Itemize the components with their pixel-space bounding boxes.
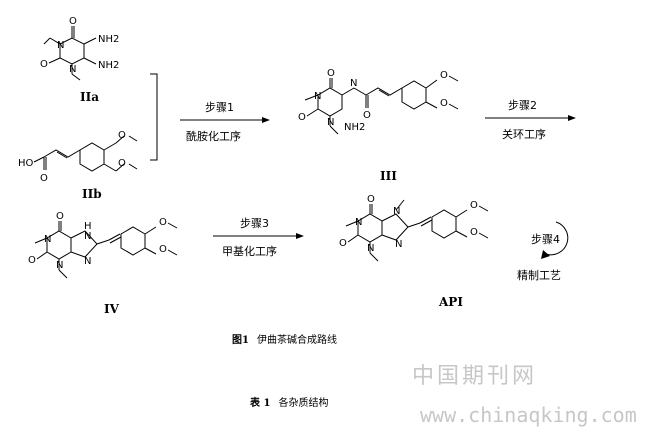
III-ome-1: O [440,70,448,81]
compound-IIb-structure: HO O O O IIb [18,130,138,201]
compound-IIa-structure: N O O N NH2 NH2 IIa [40,16,119,104]
API-ome-2: O [470,227,478,238]
API-n3: N [367,243,374,254]
IIa-n1: N [57,40,64,51]
IV-n1: N [44,234,51,245]
compound-IV-structure: N O O N H N N O O IV [28,211,178,316]
IIa-nh2-b: NH2 [98,60,119,71]
IV-n7: N [84,231,91,242]
figure-label: 图1 [232,335,249,346]
III-ome-2: O [440,98,448,109]
III-nh2: NH2 [344,122,365,133]
IIb-ho: HO [18,158,34,169]
IV-o2: O [28,255,36,266]
IIb-ome-2: O [118,158,126,169]
step4-process: 精制工艺 [517,269,561,282]
compound-IIb-label: IIb [82,187,102,201]
step1-process: 酰胺化工序 [186,129,241,143]
IV-h: H [84,221,92,232]
IIa-o2: O [40,59,48,70]
watermark-cn: 中国期刊网 [412,364,538,389]
API-n9: N [395,239,402,250]
step3-process: 甲基化工序 [222,244,277,258]
compound-API-label: API [438,295,463,309]
IIb-carbonyl-o: O [40,173,48,184]
IV-o1: O [56,211,64,222]
compound-IV-label: IV [104,302,120,316]
watermark-url: www.chinaqking.com [420,403,637,427]
IV-ome-1: O [159,217,167,228]
step3-arrow: 步骤3 甲基化工序 [213,217,304,258]
step2-arrow: 步骤2 关环工序 [485,99,576,141]
API-o1: O [367,194,375,205]
IV-n9: N [84,256,91,267]
compound-III-label: III [380,169,397,183]
IV-n3: N [56,260,63,271]
IIa-nh2-a: NH2 [98,34,119,45]
API-ome-1: O [470,200,478,211]
table-label: 表 1 [250,398,271,409]
step1-label: 步骤1 [205,101,234,114]
step2-label: 步骤2 [508,99,537,112]
step1-arrow: 步骤1 酰胺化工序 [180,101,270,143]
reactant-bracket [150,73,158,161]
API-o2: O [339,238,347,249]
IV-ome-2: O [159,244,167,255]
III-n1: N [314,91,321,102]
IIb-ome-1: O [118,130,126,141]
III-amide-o: O [363,110,371,121]
step2-process: 关环工序 [502,127,546,141]
API-n1: N [355,217,362,228]
III-o1: O [327,68,335,79]
compound-API-structure: N O O N N N O O API [339,194,489,309]
step3-label: 步骤3 [240,217,269,230]
compound-IIa-label: IIa [80,90,99,104]
III-n3: N [327,117,334,128]
figure-caption: 图1 伊曲茶碱合成路线 [232,331,337,346]
step4-loop: 步骤4 精制工艺 [517,221,569,282]
compound-III-structure: N O O N NH2 N O O O III [298,68,459,183]
IIa-o1: O [69,16,77,27]
table-caption: 表 1 各杂质结构 [250,394,328,409]
figure-title: 伊曲茶碱合成路线 [256,335,337,346]
step4-label: 步骤4 [531,233,560,246]
table-title: 各杂质结构 [278,398,329,409]
API-n7: N [393,206,400,217]
IIa-n3: N [69,64,76,75]
III-amide-n: N [350,78,357,89]
III-o2: O [298,112,306,123]
